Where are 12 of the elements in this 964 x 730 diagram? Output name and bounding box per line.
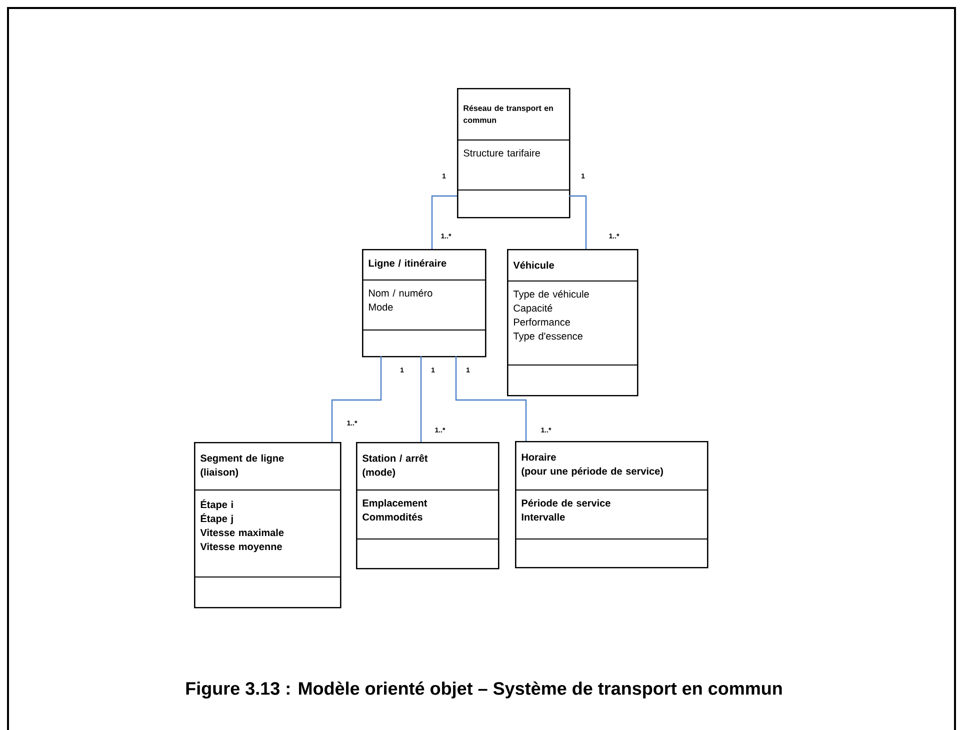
class-box: Horaire (pour une période de service) Période de service Intervalle [514, 441, 708, 568]
class-box: Véhicule Type de véhicule Capacité Performance Type d'essence [506, 249, 638, 396]
connector [455, 356, 527, 441]
connector [331, 356, 382, 442]
class-box: Segment de ligne (liaison) Étape i Étape j Vitesse maximale Vitesse moyenne [194, 442, 342, 608]
caption: Figure 3.13 : Modèle orienté objet – Système de transport en commun [186, 681, 782, 698]
connector [420, 356, 422, 442]
class-box: Station / arrêt (mode) Emplacement Commodités [356, 442, 500, 570]
class-box: Ligne / itinéraire Nom / numéro Mode [362, 249, 486, 358]
connector [569, 195, 587, 249]
connector [431, 195, 457, 249]
class-box: Réseau de transport en commun Structure tarifaire [456, 88, 570, 218]
